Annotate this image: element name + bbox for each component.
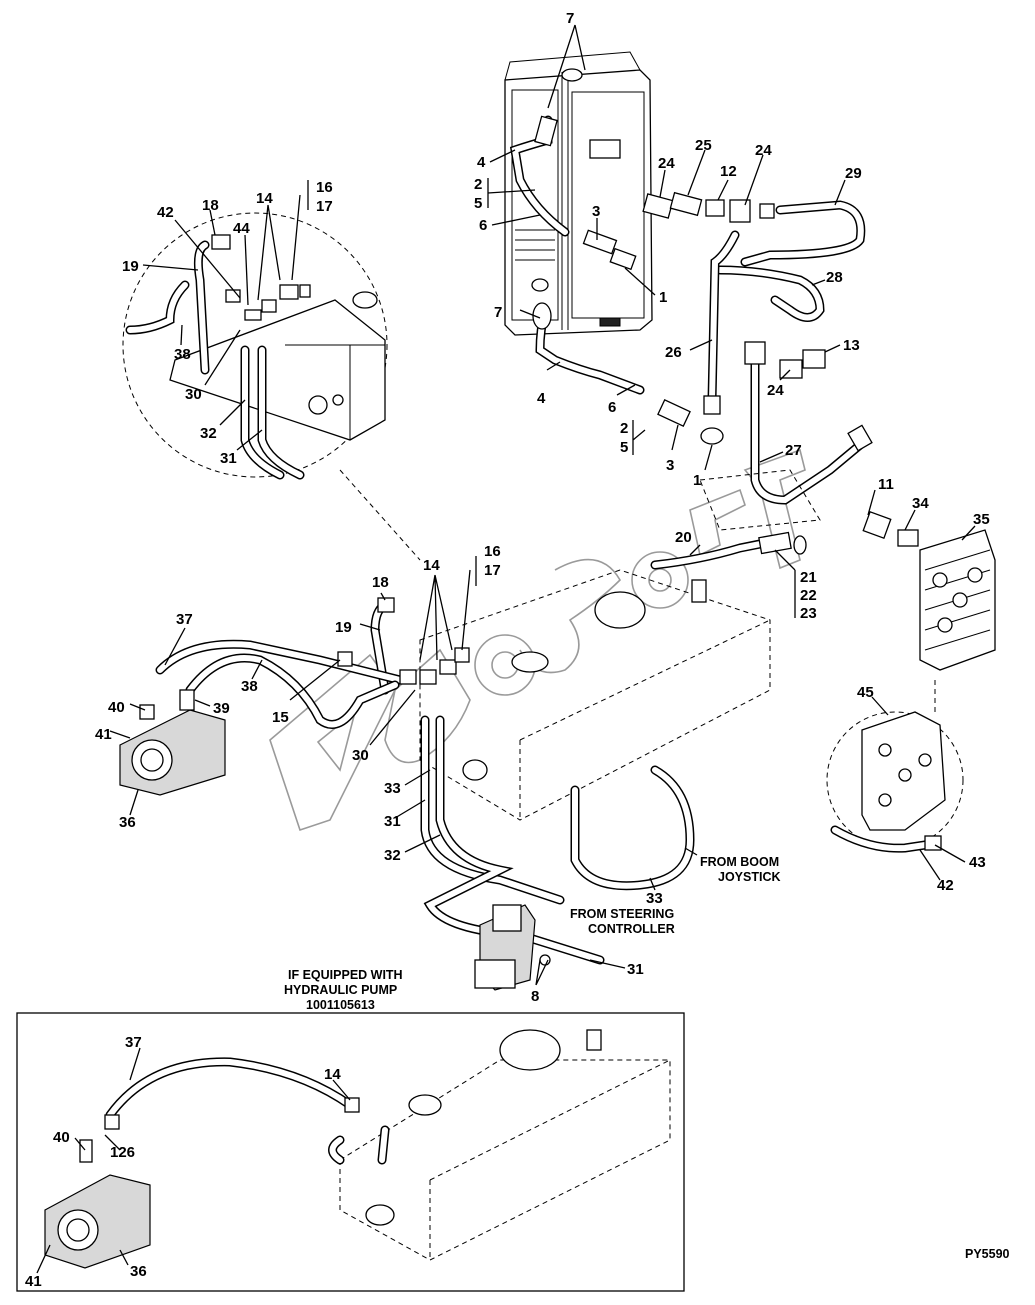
callout-18: 18 [202, 197, 219, 214]
callout-27: 27 [785, 442, 802, 459]
callout-4: 4 [477, 154, 486, 171]
callout-39: 39 [213, 700, 230, 717]
callout-43: 43 [969, 854, 986, 871]
callout-14: 14 [324, 1066, 341, 1083]
callout-44: 44 [233, 220, 250, 237]
detail-view-right [826, 680, 964, 853]
callout-16: 16 [484, 543, 501, 560]
callout-17: 17 [484, 562, 501, 579]
callout-37: 37 [125, 1034, 142, 1051]
callout-11: 11 [878, 476, 894, 493]
callout-36: 36 [119, 814, 136, 831]
callout-1: 1 [693, 472, 701, 489]
callout-30: 30 [185, 386, 202, 403]
callout-25: 25 [695, 137, 712, 154]
callout-23: 23 [800, 605, 817, 622]
hydraulic-pump-36 [119, 689, 226, 796]
hoses-26-29 [703, 200, 873, 505]
callout-30: 30 [352, 747, 369, 764]
callout-3: 3 [666, 457, 674, 474]
middle-hoses [155, 597, 695, 965]
callout-45: 45 [857, 684, 874, 701]
note-optional-line2: HYDRAULIC PUMP [284, 983, 397, 997]
hose-20 [650, 469, 821, 570]
callout-32: 32 [200, 425, 217, 442]
callout-5: 5 [474, 195, 482, 212]
callout-4: 4 [537, 390, 546, 407]
callout-26: 26 [665, 344, 682, 361]
notes: FROM BOOM JOYSTICK FROM STEERING CONTROL… [284, 855, 1010, 1261]
callout-41: 41 [25, 1273, 42, 1290]
callout-31: 31 [627, 961, 644, 978]
callout-2: 2 [474, 176, 482, 193]
callout-19: 19 [335, 619, 352, 636]
callout-35: 35 [973, 511, 990, 528]
note-from-boom-joystick-line2: JOYSTICK [718, 870, 781, 884]
callout-34: 34 [912, 495, 929, 512]
callout-7: 7 [566, 10, 574, 27]
callout-37: 37 [176, 611, 193, 628]
detail-leader-top [339, 469, 421, 561]
callout-32: 32 [384, 847, 401, 864]
callout-3: 3 [592, 203, 600, 220]
watermark [269, 448, 806, 832]
callout-17: 17 [316, 198, 333, 215]
detail-view-top [122, 212, 388, 480]
optional-tank [105, 1029, 671, 1261]
note-optional-line3: 1001105613 [306, 998, 375, 1012]
callout-7: 7 [494, 304, 502, 321]
callout-15: 15 [272, 709, 289, 726]
callout-33: 33 [384, 780, 401, 797]
callout-20: 20 [675, 529, 692, 546]
callout-29: 29 [845, 165, 862, 182]
callout-22: 22 [800, 587, 817, 604]
callout-42: 42 [937, 877, 954, 894]
callout-31: 31 [384, 813, 401, 830]
callout-28: 28 [826, 269, 843, 286]
callout-38: 38 [174, 346, 191, 363]
callout-6: 6 [608, 399, 616, 416]
callout-38: 38 [241, 678, 258, 695]
optional-pump [44, 1114, 151, 1269]
callout-14: 14 [256, 190, 273, 207]
note-from-boom-joystick-line1: FROM BOOM [700, 855, 779, 869]
callout-24: 24 [767, 382, 784, 399]
callout-24: 24 [755, 142, 772, 159]
leader-lines [36, 24, 976, 1274]
callout-14: 14 [423, 557, 440, 574]
callout-42: 42 [157, 204, 174, 221]
optional-pump-box [16, 1012, 685, 1292]
fitting-row [642, 191, 775, 223]
callout-33: 33 [646, 890, 663, 907]
note-from-steering-controller-line2: CONTROLLER [588, 922, 675, 936]
callout-5: 5 [620, 439, 628, 456]
callout-21: 21 [800, 569, 817, 586]
callout-6: 6 [479, 217, 487, 234]
callout-19: 19 [122, 258, 139, 275]
note-optional-line1: IF EQUIPPED WITH [288, 968, 403, 982]
callout-18: 18 [372, 574, 389, 591]
callout-16: 16 [316, 179, 333, 196]
hydraulic-tank [419, 569, 771, 821]
callout-40: 40 [108, 699, 125, 716]
steering-controller [474, 904, 551, 991]
callout-40: 40 [53, 1129, 70, 1146]
callout-24: 24 [658, 155, 675, 172]
callout-12: 12 [720, 163, 737, 180]
callout-41: 41 [95, 726, 112, 743]
callout-31: 31 [220, 450, 237, 467]
callout-126: 126 [110, 1144, 135, 1161]
note-from-steering-controller-line1: FROM STEERING [570, 907, 674, 921]
callout-13: 13 [843, 337, 860, 354]
callout-8: 8 [531, 988, 539, 1005]
callout-2: 2 [620, 420, 628, 437]
control-valve-35 [862, 511, 996, 671]
callout-1: 1 [659, 289, 667, 306]
callout-36: 36 [130, 1263, 147, 1280]
cooler-hoses [509, 115, 724, 445]
figure-id: PY5590 [965, 1247, 1010, 1261]
callouts: 7 4 2 5 6 3 1 24 25 12 24 29 28 13 24 26… [25, 10, 990, 1290]
